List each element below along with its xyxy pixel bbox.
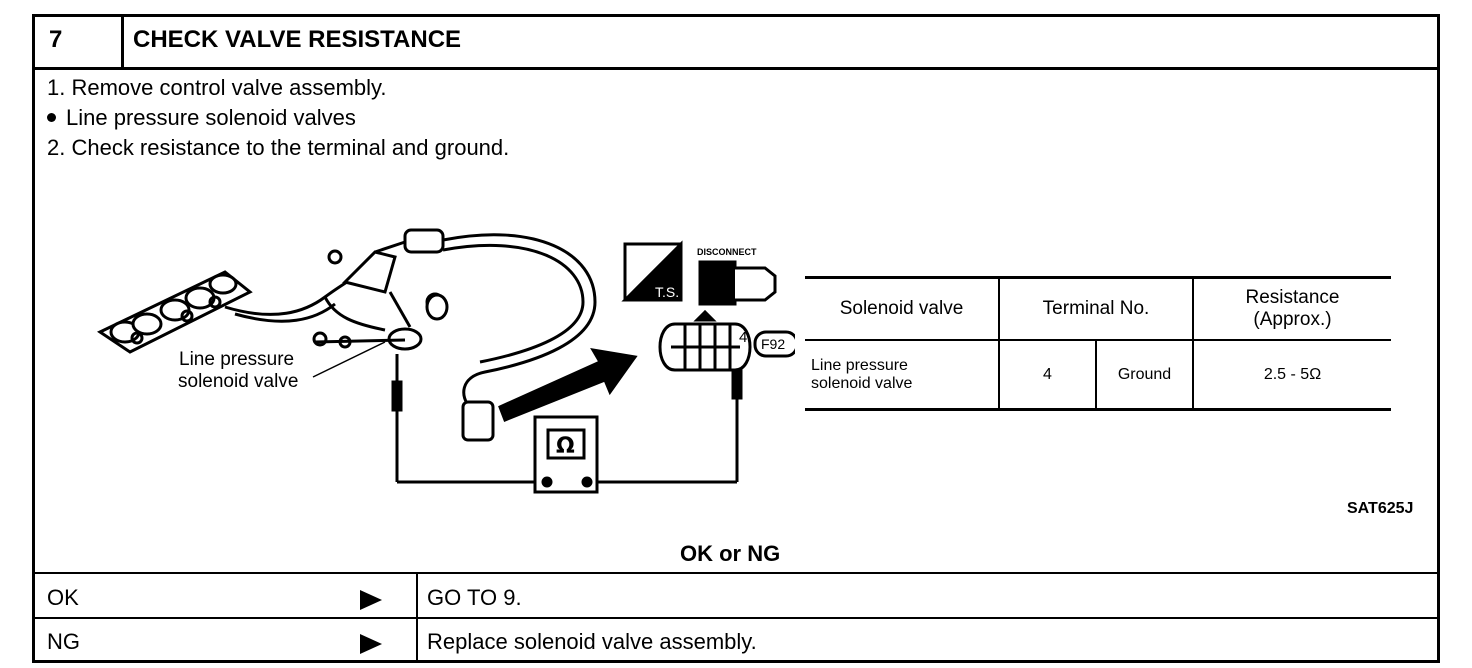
cell-solenoid: Line pressure solenoid valve [811, 357, 912, 393]
header-solenoid: Solenoid valve [839, 298, 964, 319]
ts-label: T.S. [655, 284, 679, 300]
instruction-bullet: Line pressure solenoid valves [47, 105, 356, 131]
cell-solenoid-line2: solenoid valve [811, 375, 913, 392]
result-title: OK or NG [680, 541, 781, 566]
header-rule [35, 67, 1437, 70]
table-header-rule [805, 339, 1391, 341]
ok-action: GO TO 9. [427, 585, 522, 610]
callout-text-2: solenoid valve [178, 371, 298, 392]
solenoid-diagram: Line pressure solenoid valve T.S. DISCON… [96, 228, 795, 494]
instruction-bullet-text: Line pressure solenoid valves [66, 105, 356, 130]
step-number: 7 [49, 26, 63, 53]
ok-arrow-icon [360, 590, 382, 610]
ng-arrow-icon [360, 634, 382, 654]
header-resistance-line1: Resistance [1245, 287, 1340, 308]
terminal-number-label: 4 [739, 329, 747, 346]
header-divider [121, 17, 124, 67]
result-col-divider [416, 574, 418, 663]
instruction-2: 2. Check resistance to the terminal and … [47, 135, 510, 160]
table-col-divider [1192, 279, 1194, 408]
header-terminal: Terminal No. [1042, 298, 1150, 319]
callout-text-1: Line pressure [179, 349, 294, 370]
cell-ground: Ground [1117, 366, 1172, 383]
instruction-1: 1. Remove control valve assembly. [47, 75, 387, 100]
result-rule-mid [35, 617, 1437, 619]
table-col-divider [998, 279, 1000, 408]
ohm-symbol-icon: Ω [556, 434, 575, 459]
table-bottom-rule [805, 408, 1391, 411]
table-top-rule [805, 276, 1391, 279]
cell-solenoid-line1: Line pressure [811, 357, 908, 374]
cell-terminal: 4 [1043, 366, 1052, 383]
result-rule-top [35, 572, 1437, 574]
step-title: CHECK VALVE RESISTANCE [133, 26, 462, 53]
ok-label: OK [47, 585, 79, 610]
figure-code: SAT625J [1347, 500, 1414, 517]
step-frame: 7 CHECK VALVE RESISTANCE 1. Remove contr… [32, 14, 1440, 663]
valve-assembly-illustration [96, 228, 795, 494]
bullet-icon [47, 112, 56, 122]
ng-action: Replace solenoid valve assembly. [427, 629, 757, 654]
table-col-divider [1095, 341, 1097, 408]
cell-resistance: 2.5 - 5Ω [1263, 366, 1322, 383]
disconnect-label: DISCONNECT [697, 247, 757, 257]
connector-code: F92 [761, 336, 785, 352]
header-resistance: Resistance (Approx.) [1194, 287, 1391, 331]
ng-label: NG [47, 629, 80, 654]
header-resistance-line2: (Approx.) [1253, 309, 1332, 330]
